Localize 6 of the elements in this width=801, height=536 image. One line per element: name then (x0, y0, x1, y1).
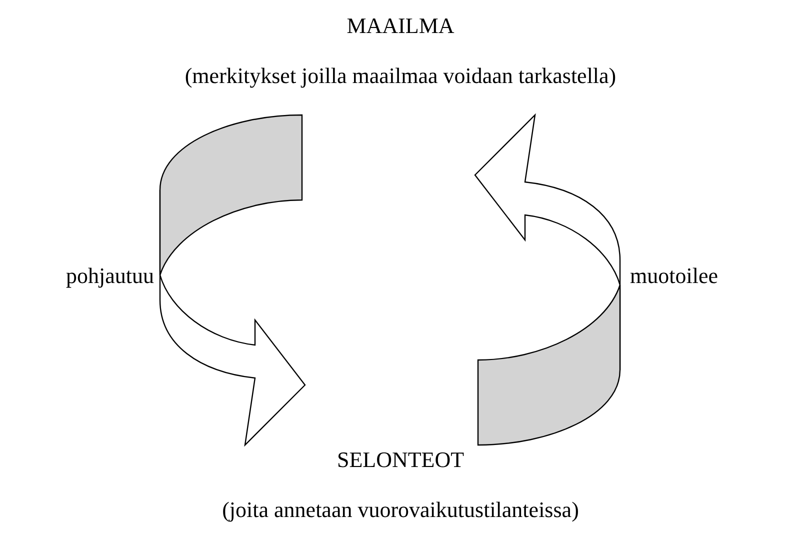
heading-text: SELONTEOT (336, 446, 464, 474)
heading-text: MAAILMA (346, 12, 454, 40)
subheading-text: (merkitykset joilla maailmaa voidaan tarkastella) (184, 62, 616, 90)
curved-ribbon-arrow (474, 114, 621, 446)
subheading-text: (joita annetaan vuorovaikutustilanteissa) (222, 496, 579, 524)
curved-ribbon-arrow (159, 114, 306, 446)
